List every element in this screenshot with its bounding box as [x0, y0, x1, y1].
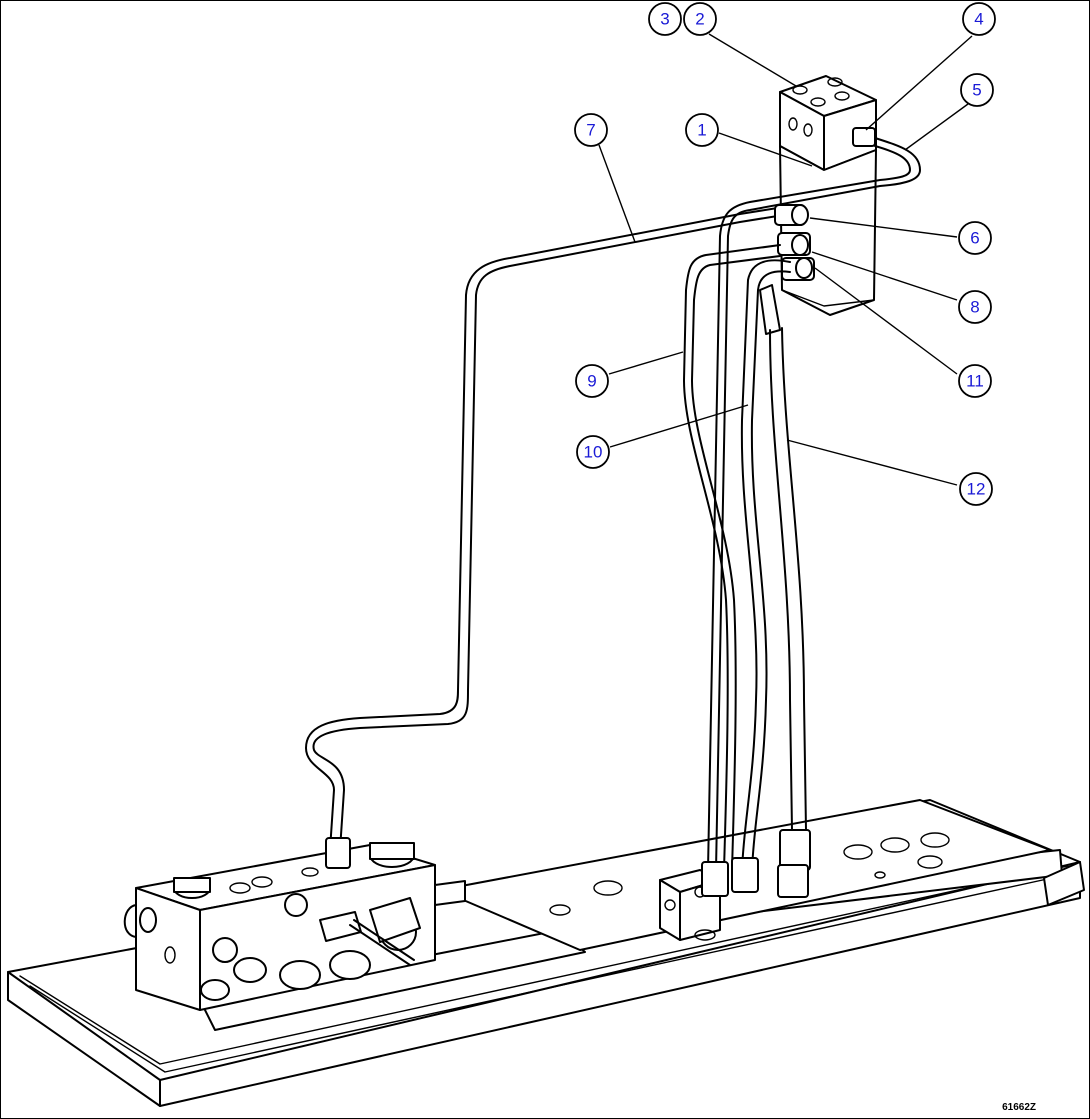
- callout-8: 8: [958, 290, 992, 324]
- callout-11: 11: [958, 364, 992, 398]
- callout-2: 2: [683, 2, 717, 36]
- callout-5: 5: [960, 73, 994, 107]
- callout-6-label: 6: [970, 229, 979, 248]
- valve-1: [707, 75, 921, 871]
- callout-9: 9: [575, 364, 609, 398]
- callout-3-label: 3: [660, 10, 669, 29]
- callout-7: 7: [574, 113, 608, 147]
- figure-number: 61662Z: [1002, 1102, 1036, 1113]
- callout-8-label: 8: [970, 298, 979, 317]
- lower-manifold: [659, 857, 809, 941]
- hose-12: [759, 284, 811, 871]
- tube-7: [305, 205, 791, 869]
- callout-4: 4: [962, 2, 996, 36]
- hose-10: [740, 259, 791, 871]
- callout-5-label: 5: [972, 81, 981, 100]
- callout-1-label: 1: [697, 121, 706, 140]
- leader-lines: [598, 33, 973, 486]
- callout-1: 1: [685, 113, 719, 147]
- callout-4-label: 4: [974, 10, 983, 29]
- callout-7-label: 7: [586, 121, 595, 140]
- callout-3: 3: [648, 2, 682, 36]
- callout-12: 12: [959, 472, 993, 506]
- control-valve-block: [123, 842, 466, 1011]
- callout-9-label: 9: [587, 372, 596, 391]
- callout-10: 10: [576, 435, 610, 469]
- callout-2-label: 2: [695, 10, 704, 29]
- callout-12-label: 12: [967, 480, 986, 499]
- callout-6: 6: [958, 221, 992, 255]
- callout-10-label: 10: [584, 443, 603, 462]
- hose-9: [683, 244, 781, 871]
- fittings-6-8-11: [774, 204, 815, 281]
- callout-11-label: 11: [966, 372, 984, 391]
